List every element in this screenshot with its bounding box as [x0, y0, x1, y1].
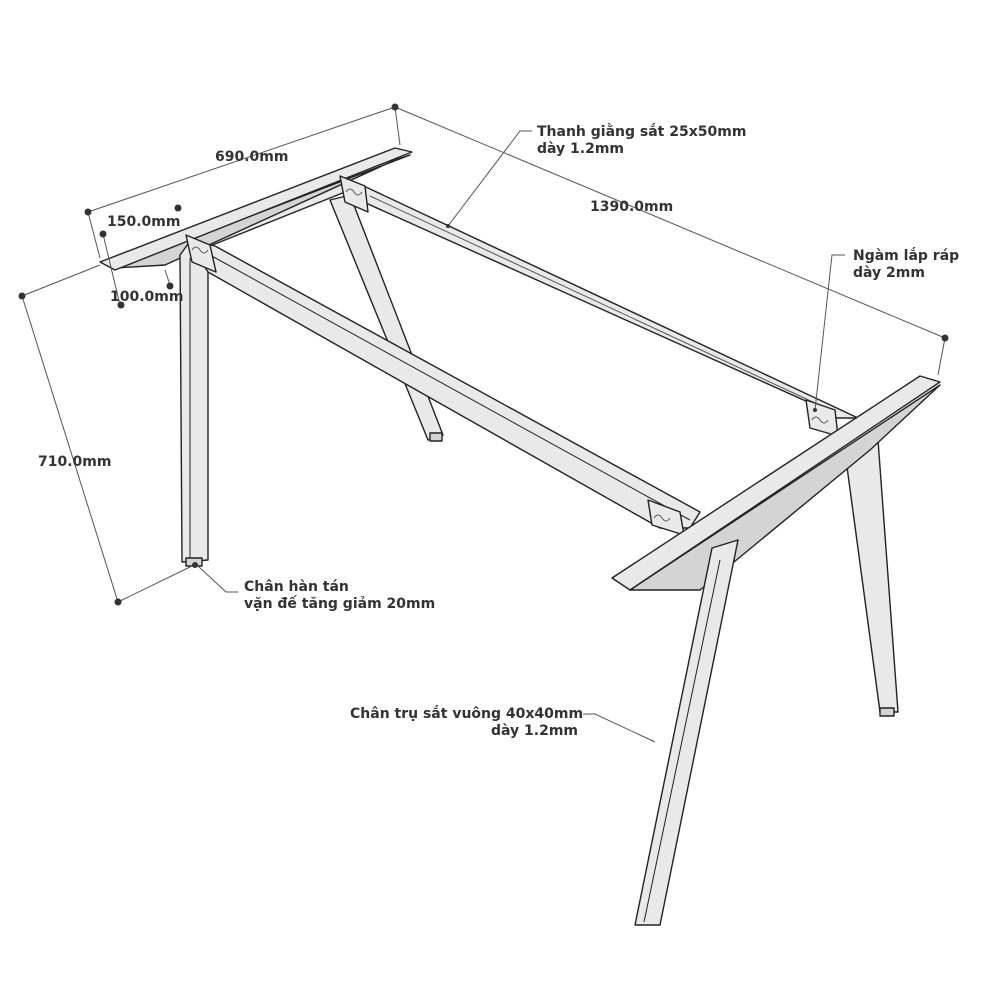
- callout-leaders: [197, 130, 845, 743]
- right-front-leg: [634, 539, 739, 926]
- dimension-height: 710.0mm: [38, 454, 112, 470]
- left-back-leg: [329, 194, 444, 441]
- callout-joint-line2: dày 2mm: [853, 265, 925, 281]
- callout-rail-line2: dày 1.2mm: [537, 141, 625, 157]
- callout-joint: Ngàm lắp ráp dày 2mm: [853, 248, 959, 282]
- joint-plate-icon: [185, 175, 839, 536]
- callout-leg-line2: dày 1.2mm: [490, 723, 578, 739]
- left-top-beam: [99, 147, 413, 271]
- callout-rail-line1: Thanh giằng sắt 25x50mm: [537, 124, 747, 140]
- callout-foot-line2: vặn đế tăng giảm 20mm: [244, 596, 436, 612]
- dimension-top-width: 690.0mm: [215, 149, 289, 165]
- dimension-lines: [18, 103, 949, 606]
- left-front-leg: [179, 243, 209, 563]
- right-back-leg: [844, 439, 899, 713]
- dimension-length: 1390.0mm: [590, 199, 674, 215]
- callout-rail: Thanh giằng sắt 25x50mm dày 1.2mm: [537, 124, 746, 158]
- right-back-foot: [879, 707, 895, 717]
- dimension-bracket-height: 100.0mm: [110, 289, 184, 305]
- callout-foot: Chân hàn tán vặn đế tăng giảm 20mm: [244, 579, 435, 613]
- dimension-bracket-depth: 150.0mm: [107, 214, 181, 230]
- callout-foot-line1: Chân hàn tán: [244, 579, 349, 595]
- callout-joint-line1: Ngàm lắp ráp: [853, 248, 960, 264]
- left-back-foot: [429, 432, 443, 442]
- right-top-beam: [611, 375, 941, 591]
- callout-leg-line1: Chân trụ sắt vuông 40x40mm: [350, 706, 584, 722]
- callout-leg: Chân trụ sắt vuông 40x40mm dày 1.2mm: [350, 706, 584, 740]
